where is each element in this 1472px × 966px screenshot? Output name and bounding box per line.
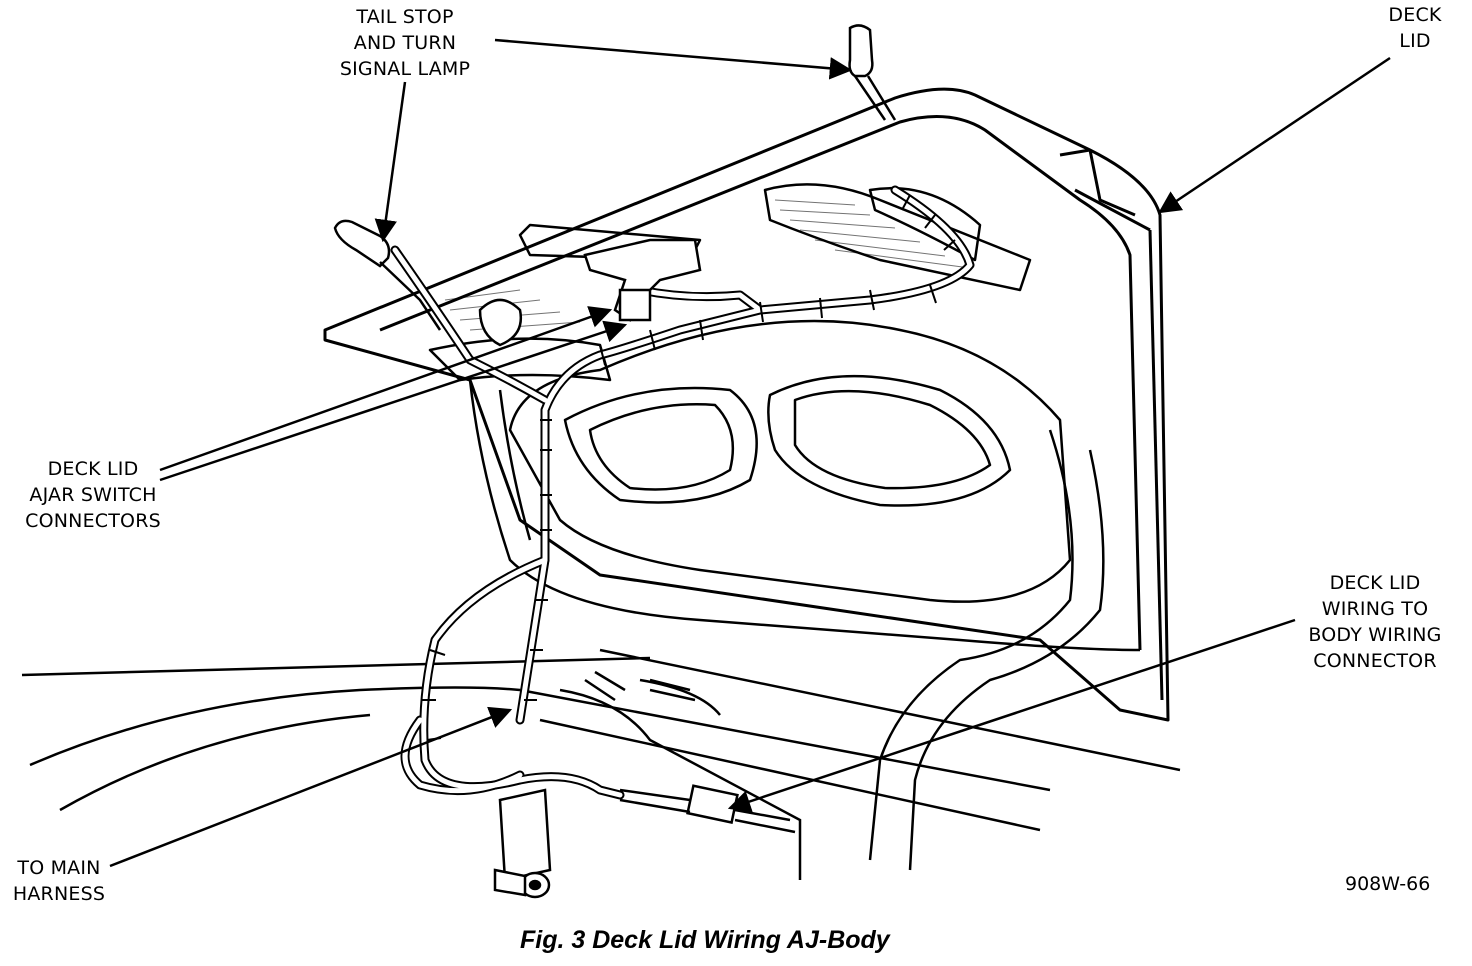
ajar-switch-leader-1 [159, 306, 613, 472]
tail-lamp-leader-left [374, 81, 407, 243]
grommet [493, 868, 551, 899]
tail-lamp-label-line: AND TURN [353, 32, 457, 54]
figure-caption: Fig. 3 Deck Lid Wiring AJ-Body [520, 926, 890, 954]
deck-lid-shell [323, 87, 1170, 722]
tail-lamp-label-line: SIGNAL LAMP [339, 58, 471, 80]
ajar-switch-label-line: AJAR SWITCH [29, 484, 157, 506]
body-wiring-connector-shape [619, 784, 796, 834]
main-harness-label-line: TO MAIN [17, 857, 101, 879]
wiring-harness-inner [392, 187, 973, 798]
body-connector-label-line: BODY WIRING [1308, 624, 1442, 646]
ajar-switch-connector-shape [478, 238, 702, 347]
ajar-switch-leader-2 [159, 320, 628, 482]
ajar-switch-label-line: DECK LID [47, 458, 139, 480]
deck-lid-label: DECK LID [1380, 2, 1450, 54]
deck-lid-label-line: LID [1399, 30, 1431, 52]
ajar-switch-label: DECK LID AJAR SWITCH CONNECTORS [18, 456, 168, 534]
tail-lamp-label: TAIL STOP AND TURN SIGNAL LAMP [330, 4, 480, 82]
leader-lines [109, 38, 1391, 868]
deck-lid-leader [1158, 56, 1391, 214]
body-connector-label: DECK LID WIRING TO BODY WIRING CONNECTOR [1290, 570, 1460, 674]
main-harness-label: TO MAIN HARNESS [4, 855, 114, 907]
body-connector-label-line: DECK LID [1329, 572, 1421, 594]
tail-lamp-leader-right [494, 38, 853, 80]
figure-code: 908W-66 [1345, 873, 1431, 895]
body-connector-label-line: CONNECTOR [1313, 650, 1437, 672]
shaded-areas [444, 199, 971, 331]
wiring-harness [390, 185, 975, 800]
deck-lid-label-line: DECK [1388, 4, 1442, 26]
main-harness-leader [109, 706, 513, 868]
body-connector-leader [727, 618, 1296, 813]
inner-panel [428, 183, 1141, 871]
main-harness-label-line: HARNESS [12, 883, 106, 905]
tail-lamp-label-line: TAIL STOP [356, 6, 454, 28]
body-lines [21, 648, 1181, 882]
body-connector-label-line: WIRING TO [1321, 598, 1429, 620]
ajar-switch-label-line: CONNECTORS [25, 510, 161, 532]
